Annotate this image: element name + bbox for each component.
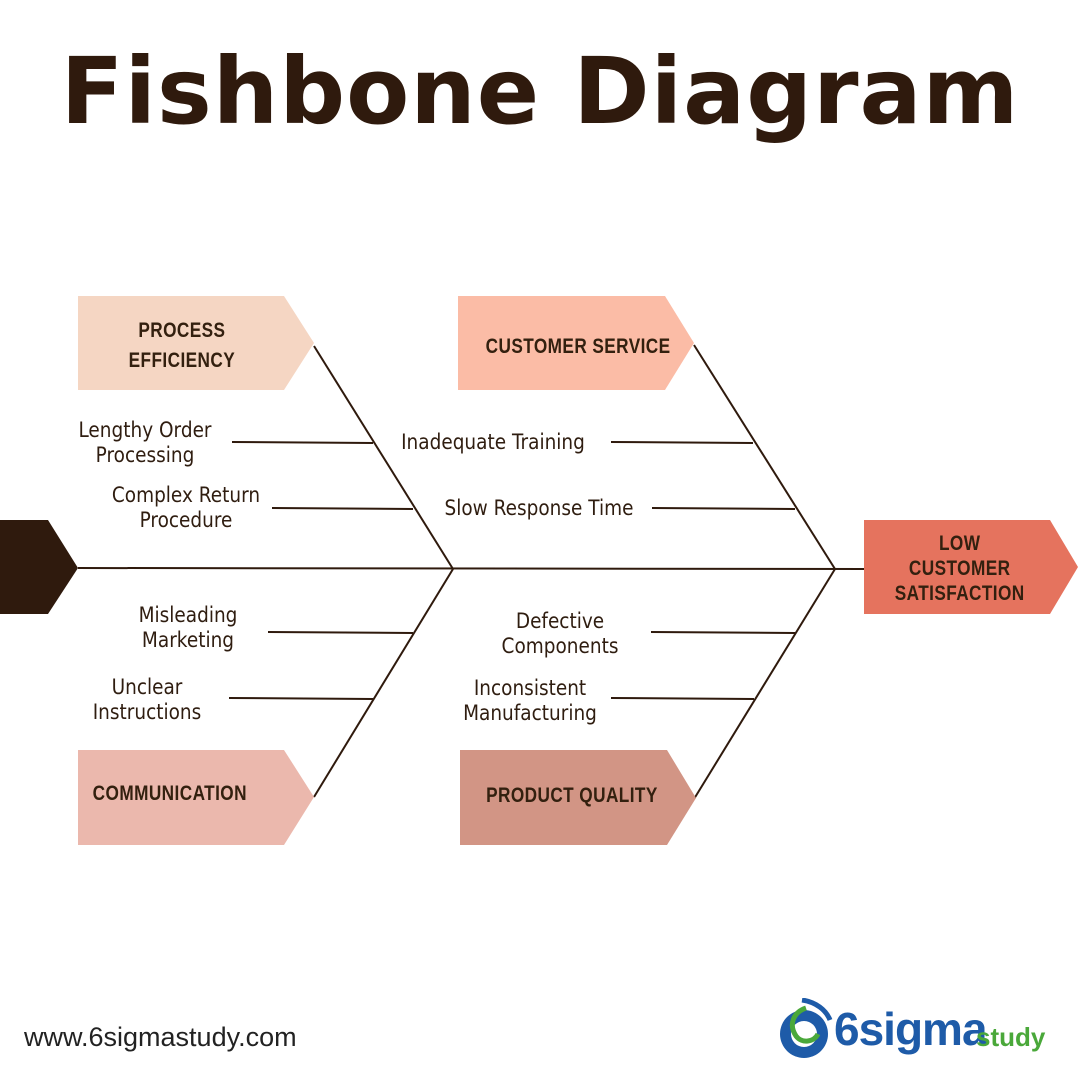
category-box-process-efficiency bbox=[78, 296, 314, 390]
cause-unclear-instructions: Unclear Instructions bbox=[92, 675, 202, 724]
bone-product-quality bbox=[693, 568, 836, 800]
cause-lengthy-order-processing: Lengthy Order Processing bbox=[78, 418, 212, 467]
category-label-process-efficiency: PROCESS EFFICIENCY bbox=[128, 319, 236, 372]
bone-customer-service bbox=[693, 344, 836, 570]
brand-logo: 6sigma study bbox=[776, 996, 1066, 1066]
cause-line-slow-response bbox=[651, 507, 796, 510]
logo-text-sub: study bbox=[976, 1022, 1046, 1052]
cause-line-defective-components bbox=[650, 631, 796, 634]
logo-text-main: 6sigma bbox=[834, 1003, 988, 1055]
cause-line-inconsistent-manufacturing bbox=[610, 697, 755, 700]
category-label-product-quality: PRODUCT QUALITY bbox=[486, 784, 658, 807]
cause-inadequate-training: Inadequate Training bbox=[401, 430, 585, 454]
cause-line-unclear-instructions bbox=[228, 697, 374, 700]
category-box-customer-service bbox=[458, 296, 694, 390]
cause-inconsistent-manufacturing: Inconsistent Manufacturing bbox=[463, 676, 597, 725]
cause-line-misleading-marketing bbox=[267, 631, 414, 634]
cause-complex-return-procedure: Complex Return Procedure bbox=[111, 483, 261, 532]
effect-box bbox=[864, 520, 1078, 614]
category-box-product-quality bbox=[460, 750, 696, 845]
spine-line bbox=[77, 567, 865, 570]
cause-defective-components: Defective Components bbox=[501, 609, 619, 658]
cause-misleading-marketing: Misleading Marketing bbox=[138, 603, 238, 652]
website-url[interactable]: www.6sigmastudy.com bbox=[24, 1022, 297, 1052]
category-label-communication: COMMUNICATION bbox=[92, 782, 247, 805]
bone-communication bbox=[313, 568, 454, 798]
cause-line-lengthy-order bbox=[231, 441, 374, 444]
fish-tail bbox=[0, 520, 78, 614]
cause-line-complex-return bbox=[271, 507, 414, 510]
category-box-communication bbox=[78, 750, 314, 845]
effect-label: LOW CUSTOMER SATISFACTION bbox=[894, 531, 1025, 605]
cause-slow-response-time: Slow Response Time bbox=[444, 496, 634, 520]
page-title: Fishbone Diagram bbox=[60, 38, 1020, 145]
bone-process-efficiency bbox=[313, 345, 454, 570]
cause-line-inadequate-training bbox=[610, 441, 754, 444]
logo-swirl-icon bbox=[780, 998, 833, 1058]
category-label-customer-service: CUSTOMER SERVICE bbox=[485, 335, 671, 358]
